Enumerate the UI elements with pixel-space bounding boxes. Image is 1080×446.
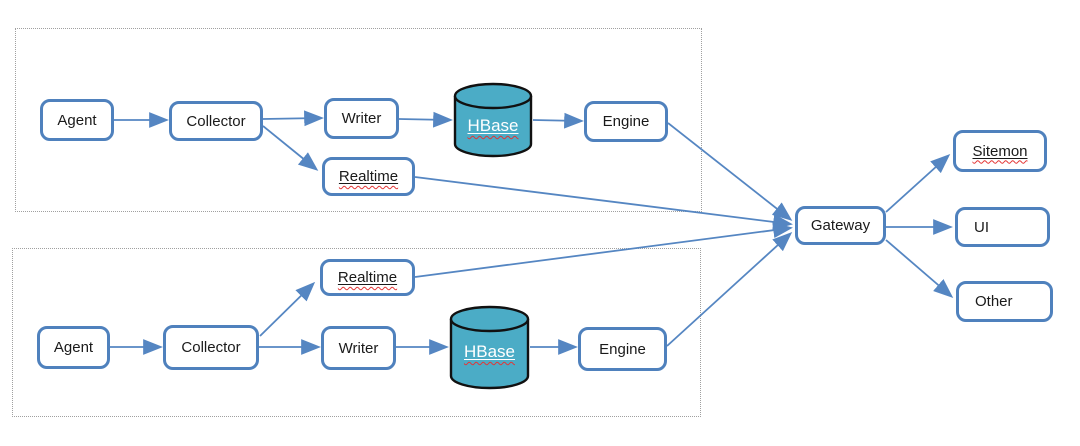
node-other: Other	[956, 281, 1053, 322]
database-cylinder-icon	[453, 82, 533, 158]
database-cylinder-icon	[449, 305, 530, 390]
node-label: Gateway	[810, 217, 871, 234]
edge-top-realtime-to-gateway	[414, 176, 793, 230]
node-top-writer: Writer	[324, 98, 399, 139]
node-bottom-realtime: Realtime	[320, 259, 415, 296]
node-label: UI	[974, 218, 989, 236]
node-label-text: HBase	[463, 342, 516, 361]
edge-top-collector-to-realtime	[262, 125, 319, 171]
edge-top-engine-to-gateway	[667, 122, 793, 221]
node-label: Writer	[341, 110, 382, 127]
node-label: Writer	[338, 339, 379, 357]
node-label: Other	[975, 293, 1013, 310]
node-top-hbase: HBase	[453, 114, 533, 138]
cluster-top-pipeline	[15, 28, 702, 212]
node-label-text: Realtime	[337, 269, 398, 286]
node-top-realtime: Realtime	[322, 157, 415, 196]
node-label: Agent	[53, 339, 94, 356]
node-label: Collector	[181, 339, 241, 356]
node-label: Agent	[57, 111, 97, 129]
node-label: Sitemon	[972, 143, 1027, 160]
node-bottom-hbase: HBase	[449, 340, 530, 364]
edge-bottom-engine-to-gateway	[666, 232, 793, 347]
node-top-collector: Collector	[169, 101, 263, 141]
node-label-text: Realtime	[338, 168, 399, 185]
node-top-agent: Agent	[40, 99, 114, 141]
node-label-text: HBase	[467, 116, 519, 135]
edge-top-hbase-to-engine	[532, 112, 584, 129]
node-bottom-collector: Collector	[163, 325, 259, 370]
node-label: HBase	[467, 116, 518, 136]
node-label: HBase	[464, 342, 515, 362]
edge-top-writer-to-hbase	[398, 111, 453, 128]
edge-top-collector-to-writer	[262, 110, 324, 127]
edge-gateway-to-sitemon	[885, 154, 951, 213]
node-label: Realtime	[338, 269, 397, 286]
node-bottom-agent: Agent	[37, 326, 110, 369]
edge-gateway-to-other	[885, 239, 954, 298]
node-bottom-writer: Writer	[321, 326, 396, 370]
node-bottom-engine: Engine	[578, 327, 667, 371]
node-ui: UI	[955, 207, 1050, 247]
node-label: Engine	[599, 340, 646, 358]
node-top-engine: Engine	[584, 101, 668, 142]
cluster-bottom-pipeline	[12, 248, 701, 417]
node-label-text: Sitemon	[972, 142, 1028, 160]
node-label: Realtime	[339, 168, 398, 185]
node-sitemon: Sitemon	[953, 130, 1047, 172]
node-label: Engine	[602, 113, 650, 130]
node-gateway: Gateway	[795, 206, 886, 245]
node-label: Collector	[186, 112, 246, 130]
edge-bottom-collector-to-realtime	[259, 281, 316, 337]
edge-bottom-realtime-to-gateway	[414, 222, 793, 278]
